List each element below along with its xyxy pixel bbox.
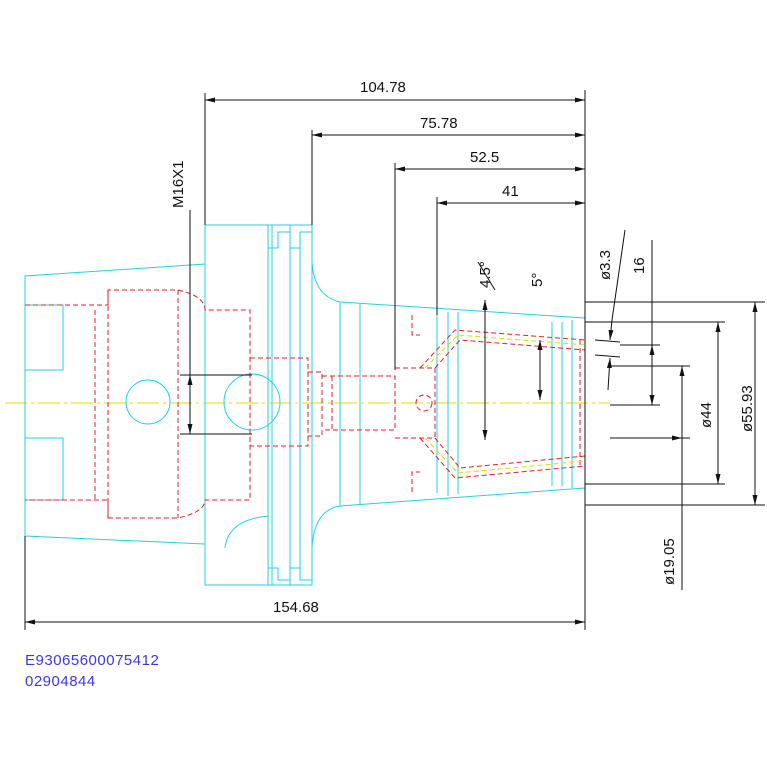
dim-19-05: ø19.05 [661,538,678,585]
dim-41: 41 [502,183,519,200]
dim-75-78: 75.78 [420,115,458,132]
dim-52-5: 52.5 [470,149,499,166]
taper-angle-label: 4.5° [477,261,494,288]
dimension-lines [24,90,765,630]
collet-slits [424,334,586,474]
hidden-lines [25,289,586,519]
holder-outline [24,224,586,586]
dim-44: ø44 [698,402,715,428]
dim-104-78: 104.78 [360,79,406,96]
order-number: 02904844 [25,673,96,690]
dim-55-93: ø55.93 [739,385,756,432]
nose-angle-label: 5° [529,273,546,287]
thread-label: M16X1 [170,160,187,208]
dim-3-3: ø3.3 [597,250,614,280]
dim-16: 16 [631,257,648,274]
part-number: E93065600075412 [25,652,160,669]
dim-154-68: 154.68 [273,599,319,616]
